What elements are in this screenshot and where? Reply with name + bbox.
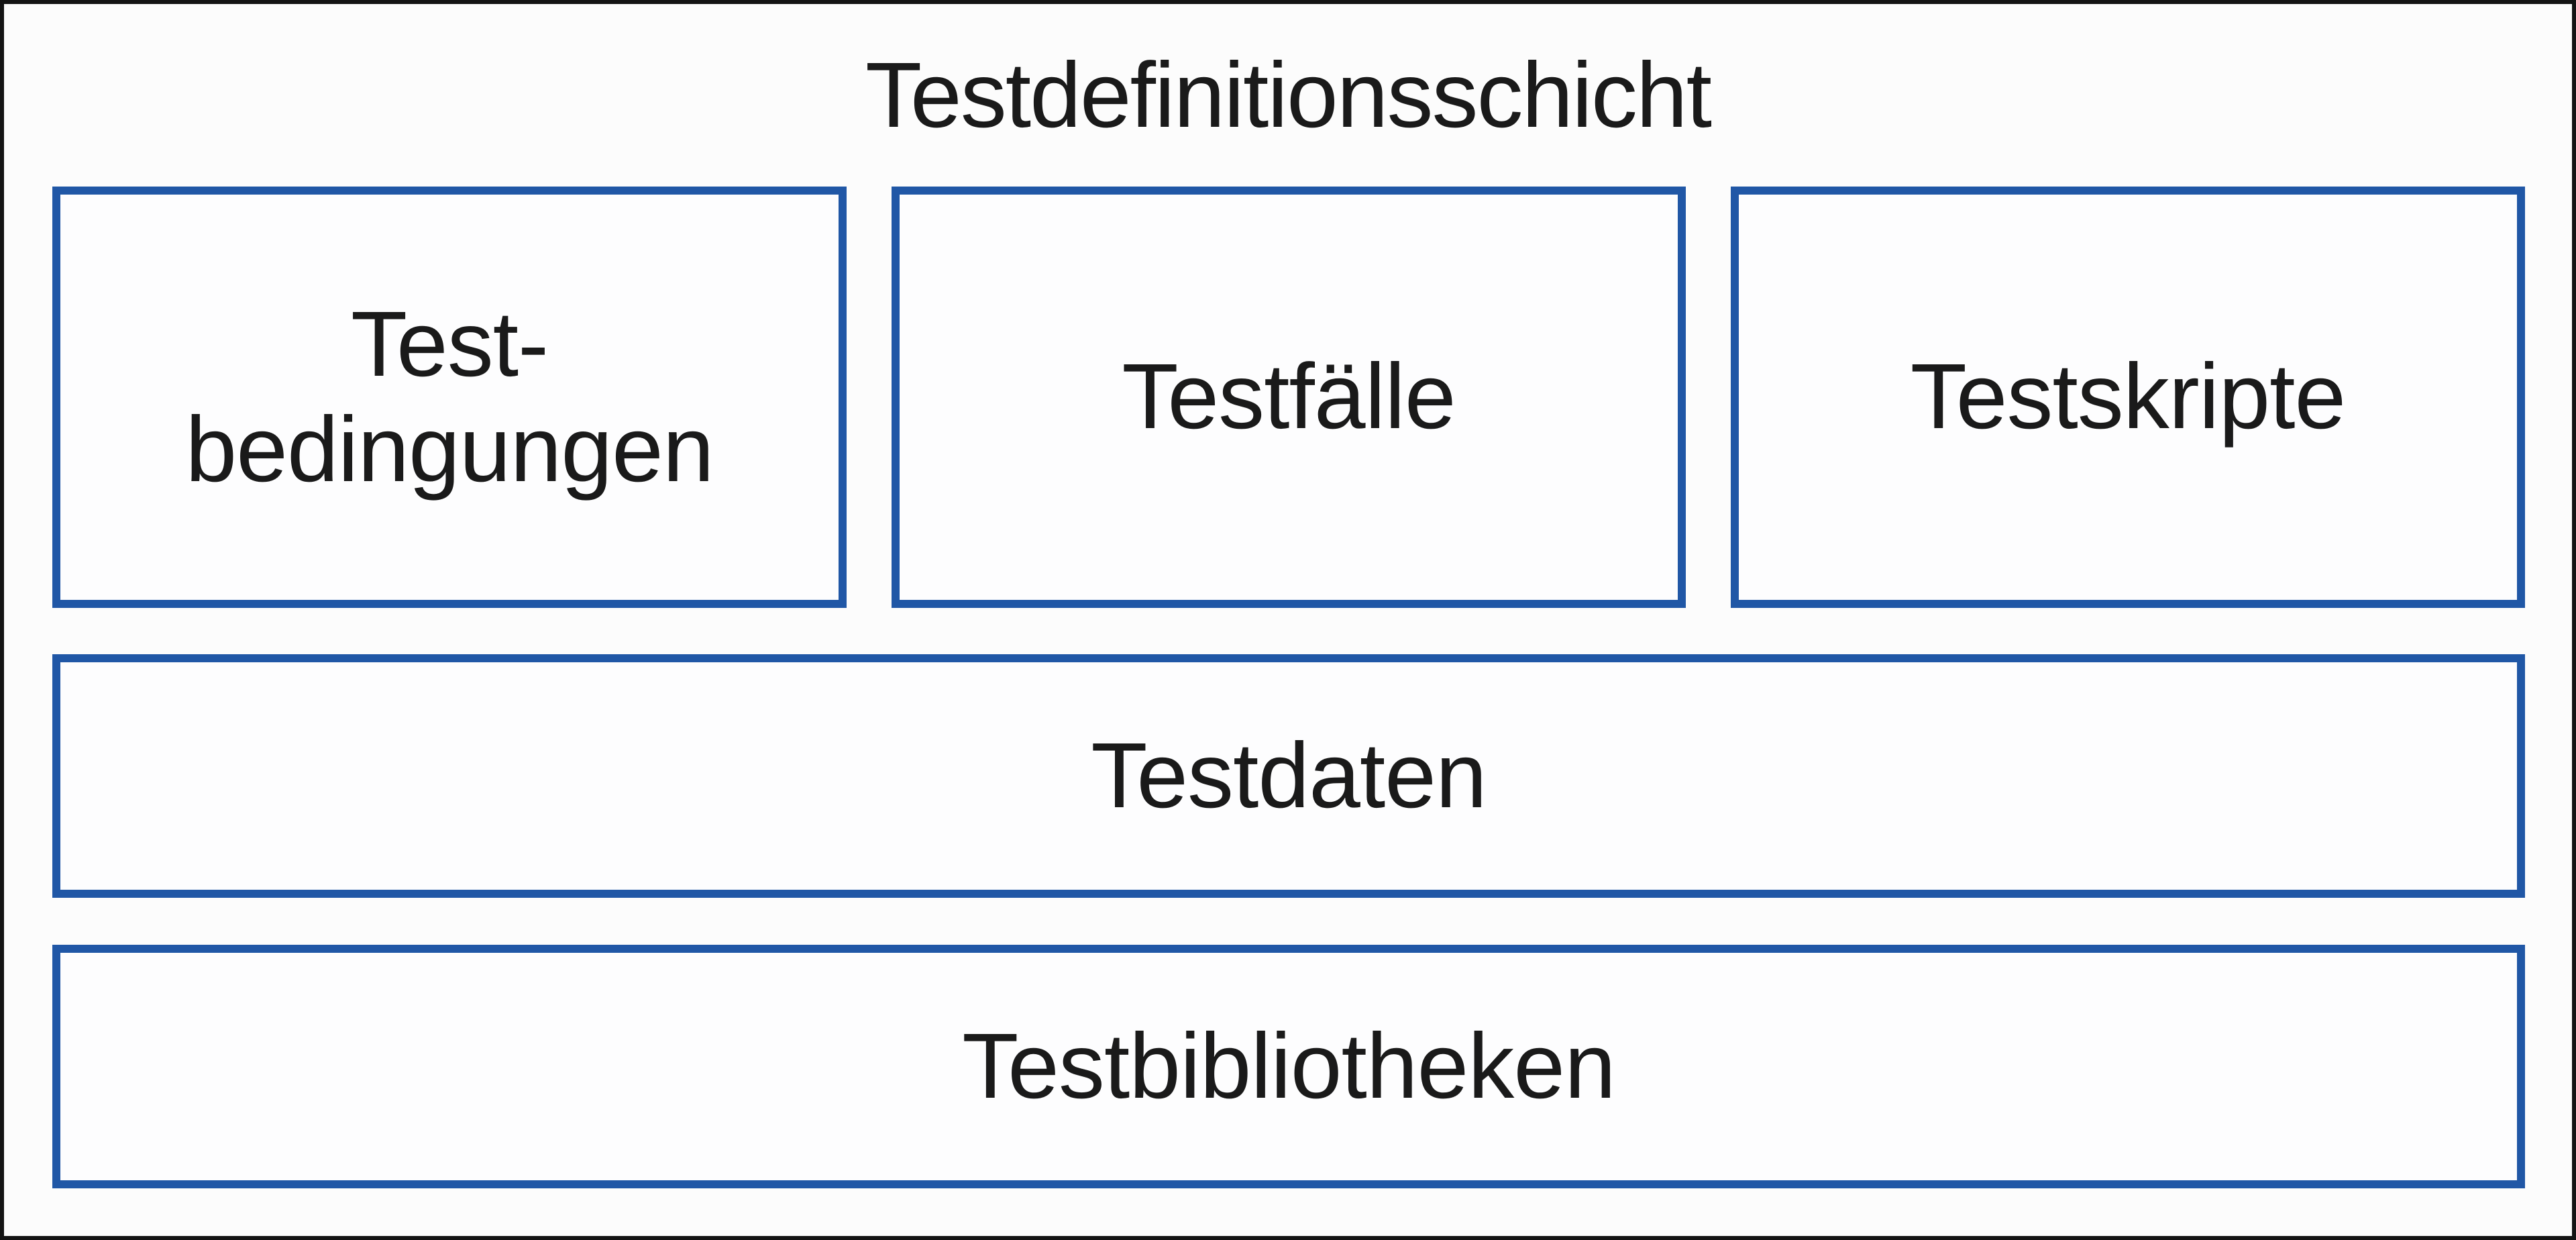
box-testdaten-label: Testdaten (1091, 723, 1487, 827)
box-testbibliotheken-label: Testbibliotheken (962, 1014, 1616, 1118)
box-testbedingungen-label-line2: bedingungen (185, 398, 714, 501)
box-testbibliotheken: Testbibliotheken (52, 945, 2525, 1188)
box-testfaelle: Testfälle (892, 187, 1686, 608)
box-testskripte-label: Testskripte (1910, 345, 2347, 449)
diagram-title: Testdefinitionsschicht (865, 44, 1712, 147)
box-testdaten: Testdaten (52, 654, 2525, 898)
box-testbedingungen: Test- bedingungen (52, 187, 847, 608)
box-testfaelle-label: Testfälle (1122, 345, 1456, 449)
box-testskripte: Testskripte (1731, 187, 2525, 608)
box-testbedingungen-label-line1: Test- (350, 292, 549, 396)
